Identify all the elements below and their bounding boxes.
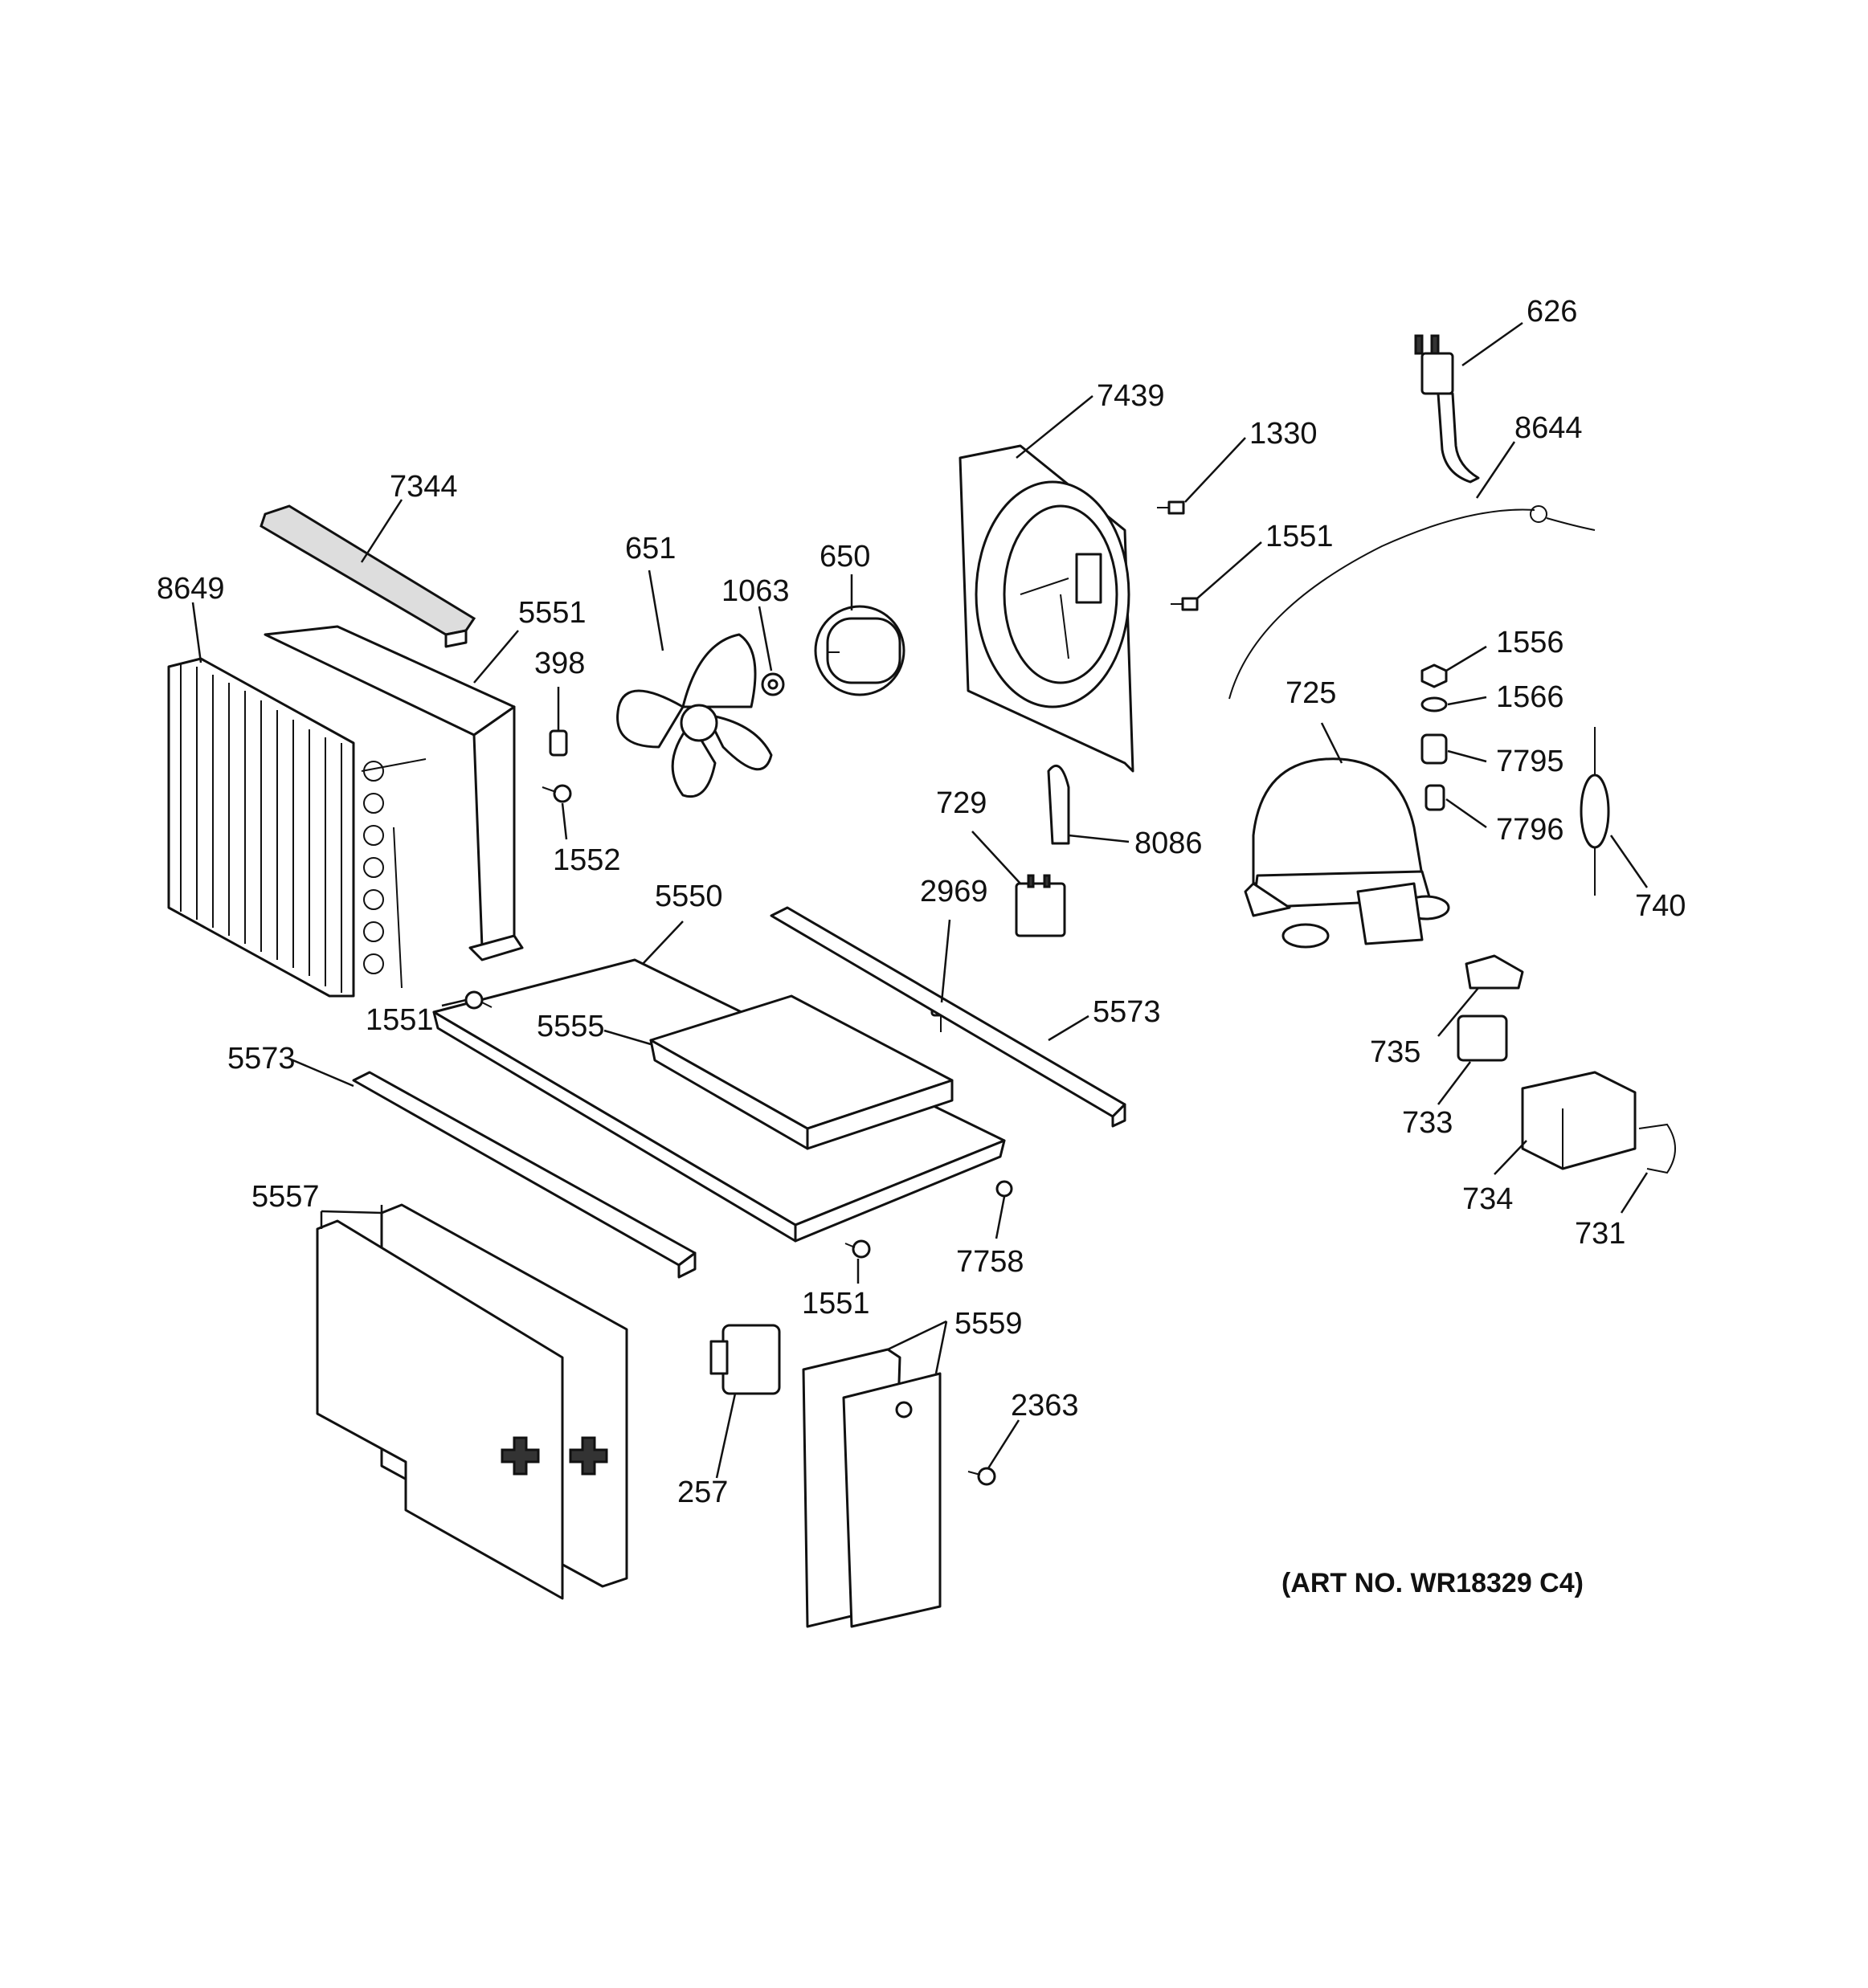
callout-8644: 8644 [1514,411,1583,445]
part-5573-rail-right [770,906,1126,1128]
part-7796-sleeve [1425,784,1445,811]
leader-lines [191,321,1649,1479]
callout-734: 734 [1462,1182,1513,1216]
part-650-fan-motor [814,605,905,696]
part-731-cord [1638,1123,1676,1174]
part-7795-grommet [1420,733,1448,765]
part-257-timer [709,1324,781,1395]
callout-729: 729 [936,786,987,820]
part-5559-cover [802,1348,942,1628]
part-7758-screw [995,1180,1013,1198]
callout-7795: 7795 [1496,745,1564,778]
callout-740: 740 [1635,889,1686,923]
callout-8649: 8649 [157,572,225,606]
callout-1551-bottom: 1551 [802,1287,870,1321]
part-1330-screw [1157,500,1185,515]
part-735-cover [1465,954,1524,990]
callout-7439: 7439 [1097,379,1165,413]
callout-labels: 626 8644 7439 1330 1551 7344 651 1063 65… [157,295,1686,1598]
part-740-drier [1580,727,1610,896]
part-733-overload [1457,1014,1508,1062]
callout-5555: 5555 [537,1010,605,1043]
part-5551-bracket [264,625,524,961]
part-7344-foam-block [260,504,476,648]
callout-7344: 7344 [390,470,458,504]
callout-5550: 5550 [655,880,723,913]
part-5557-panel [316,1203,628,1600]
part-7439-shroud [959,444,1134,773]
callout-731: 731 [1575,1217,1625,1251]
callout-733: 733 [1402,1106,1453,1140]
part-1566-washer [1420,696,1448,712]
callout-650: 650 [820,540,870,574]
callout-8086: 8086 [1134,827,1203,860]
callout-1330: 1330 [1249,417,1318,451]
callout-257: 257 [677,1476,728,1509]
part-1063-washer [761,672,785,696]
callout-1551-top: 1551 [1265,520,1334,553]
part-5555-tray [649,994,954,1150]
part-1552-screw [542,784,572,803]
callout-5557: 5557 [251,1180,320,1214]
part-2363-screw [967,1467,996,1486]
part-651-fan-blade [616,633,773,798]
callout-5551: 5551 [518,596,587,630]
callout-1063: 1063 [721,574,790,608]
part-734-start-device [1521,1071,1637,1170]
callout-1552: 1552 [553,843,621,877]
part-729-relay [1015,874,1066,937]
callout-725: 725 [1286,676,1336,710]
callout-1551-left: 1551 [366,1003,434,1037]
art-number: (ART NO. WR18329 C4) [1281,1568,1584,1598]
part-626-plug [1414,334,1480,484]
part-725-compressor [1244,757,1450,949]
callout-398: 398 [534,647,585,680]
part-1551-screw-top [1171,597,1199,611]
callout-2363: 2363 [1011,1389,1079,1423]
callout-5559: 5559 [954,1307,1023,1341]
callout-2969: 2969 [920,875,988,908]
part-8649-condenser [167,657,427,998]
part-1556-nut [1420,663,1448,688]
callout-1566: 1566 [1496,680,1564,714]
part-8644-wire [1228,505,1596,700]
callout-7796: 7796 [1496,813,1564,847]
callout-651: 651 [625,532,676,565]
part-5573-rail-left [352,1071,697,1279]
callout-626: 626 [1527,295,1577,329]
callout-5573-right: 5573 [1093,995,1161,1029]
callout-735: 735 [1370,1035,1420,1069]
part-1551-screw-bottom [844,1239,871,1259]
part-8086-clip [1047,764,1070,845]
callout-7758: 7758 [956,1245,1024,1279]
callout-1556: 1556 [1496,626,1564,659]
callout-5573-left: 5573 [227,1042,296,1076]
part-398-nut [549,729,568,757]
